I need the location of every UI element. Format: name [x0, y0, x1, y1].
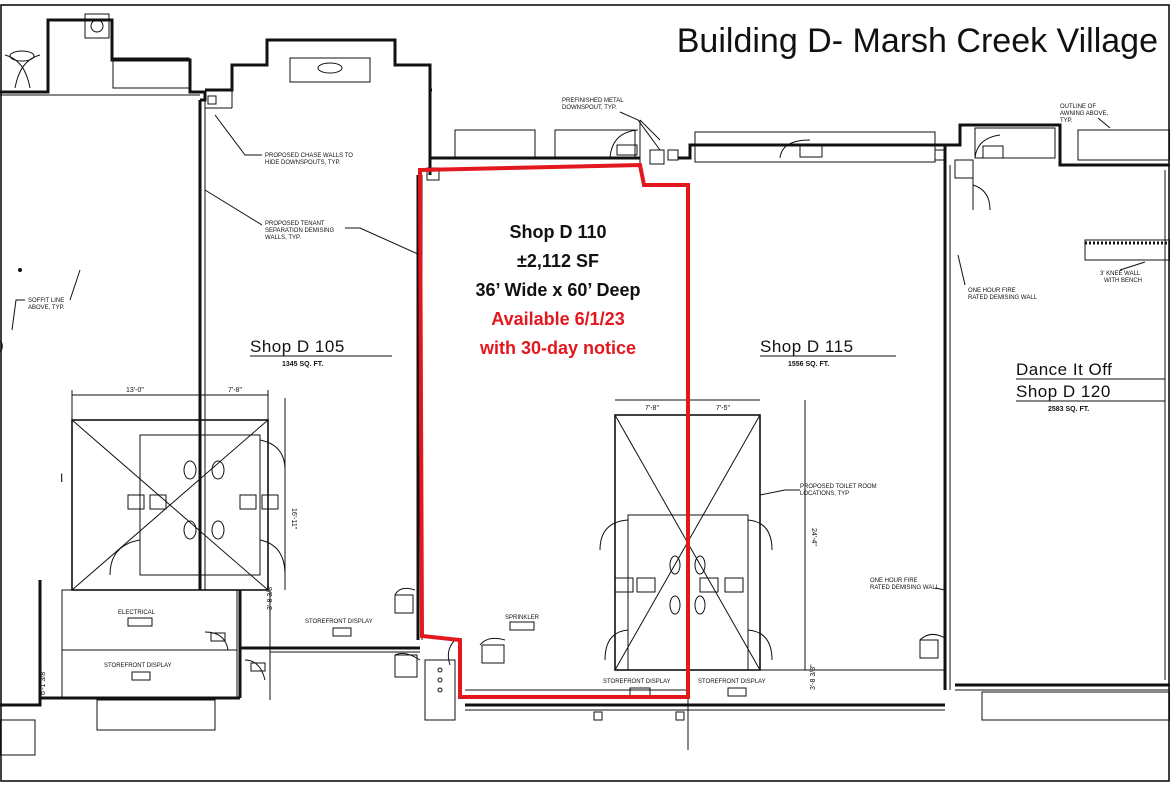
shop-d110-highlight-outline: [417, 162, 690, 699]
note-chase-walls-1: PROPOSED CHASE WALLS TO: [265, 153, 353, 159]
shop-d120-area: 2583 SQ. FT.: [1048, 406, 1089, 413]
shop-d115-label: Shop D 115: [760, 337, 854, 356]
note-toilet-2: LOCATIONS, TYP: [800, 491, 849, 497]
note-fire-wall-2b: RATED DEMISING WALL: [870, 585, 940, 591]
dim-9: 3'-8 3/8": [810, 664, 817, 690]
note-leader-lines: [11, 111, 1146, 591]
note-tenant-sep-2: SEPARATION DEMISING: [265, 228, 334, 234]
shop-d120-label: Shop D 120: [1016, 382, 1111, 401]
note-toilet-1: PROPOSED TOILET ROOM: [800, 484, 877, 490]
sheet-border: [0, 4, 1170, 782]
note-fire-wall-2a: ONE HOUR FIRE: [870, 578, 918, 584]
dim-8: 6'-1 3/8": [40, 669, 47, 695]
grid-mark: I: [60, 471, 63, 485]
shop-d110-walls: [424, 119, 945, 721]
lower-left-rooms: [0, 580, 421, 756]
dim-4: 7'-5": [716, 405, 730, 412]
tag-electrical: ELECTRICAL: [118, 610, 156, 616]
shop-d105-label: Shop D 105: [250, 337, 345, 356]
note-knee-wall-2: WITH BENCH: [1104, 278, 1142, 284]
dim-3: 7'-8": [645, 405, 659, 412]
shop-d105-area: 1345 SQ. FT.: [282, 361, 323, 368]
note-downspout-1: PREFINISHED METAL: [562, 98, 624, 104]
note-downspout-2: DOWNSPOUT, TYP.: [562, 105, 617, 111]
dim-1: 13'-0": [126, 387, 144, 394]
callout-dimensions: 36’ Wide x 60’ Deep: [476, 280, 641, 300]
tag-storefront-2: STOREFRONT DISPLAY: [104, 663, 172, 669]
note-soffit-2: ABOVE, TYP.: [28, 305, 65, 311]
tag-sprinkler: SPRINKLER: [505, 615, 540, 621]
callout-availability: Available 6/1/23: [491, 309, 624, 329]
shop-d115-toilet-rooms: [599, 399, 806, 671]
tag-storefront-4: STOREFRONT DISPLAY: [698, 679, 766, 685]
note-fire-wall-1a: ONE HOUR FIRE: [968, 288, 1016, 294]
note-fire-wall-1b: RATED DEMISING WALL: [968, 295, 1038, 301]
shop-d120-walls: [945, 123, 1170, 721]
callout-unit: Shop D 110: [509, 222, 606, 242]
note-tenant-sep-1: PROPOSED TENANT: [265, 221, 325, 227]
drawing-title: Building D- Marsh Creek Village: [677, 22, 1158, 60]
partial-shop-label: 0: [0, 337, 4, 356]
dim-6: 24'-4": [810, 528, 817, 546]
note-outline-1: OUTLINE OF: [1060, 104, 1096, 110]
note-outline-3: TYP.: [1060, 118, 1073, 124]
tag-storefront-3: STOREFRONT DISPLAY: [603, 679, 671, 685]
room-tags: ELECTRICAL STOREFRONT DISPLAY STOREFRONT…: [104, 610, 766, 697]
tag-storefront-1: STOREFRONT DISPLAY: [305, 619, 373, 625]
dim-7: 3'-8 3/8": [267, 584, 274, 610]
shop-d120-tenant: Dance It Off: [1016, 360, 1112, 379]
note-chase-walls-2: HIDE DOWNSPOUTS, TYP.: [265, 160, 341, 166]
shop-d115-area: 1556 SQ. FT.: [788, 361, 829, 368]
dimension-labels: 13'-0" 7'-8" 7'-8" 7'-5" 16'-11" 24'-4" …: [40, 387, 817, 695]
dim-5: 16'-11": [290, 508, 297, 530]
note-tenant-sep-3: WALLS, TYP.: [265, 235, 301, 241]
callout-area: ±2,112 SF: [517, 251, 599, 271]
annotation-notes: PROPOSED CHASE WALLS TO HIDE DOWNSPOUTS,…: [28, 98, 1142, 591]
shop-d115-walls: [678, 131, 951, 750]
shop-d110-callout: Shop D 110 ±2,112 SF 36’ Wide x 60’ Deep…: [476, 222, 641, 358]
note-outline-2: AWNING ABOVE,: [1060, 111, 1108, 117]
note-soffit-1: SOFFIT LINE: [28, 298, 64, 304]
dim-2: 7'-8": [228, 387, 242, 394]
note-knee-wall-1: 3' KNEE WALL: [1100, 271, 1141, 277]
callout-notice: with 30-day notice: [479, 338, 636, 358]
shop-d105-toilet-rooms: [71, 390, 286, 591]
